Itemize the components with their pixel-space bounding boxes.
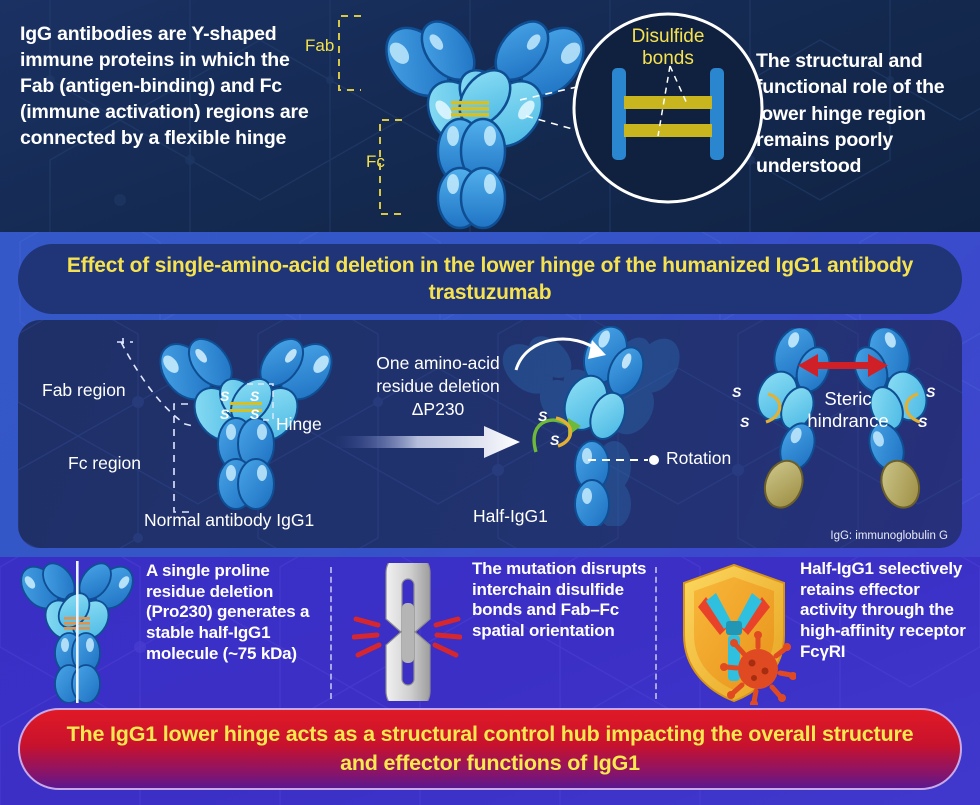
sulfur-label-steric-2: S xyxy=(740,414,750,430)
antibody-y-icon xyxy=(385,20,585,230)
top-section: IgG antibodies are Y-shaped immune prote… xyxy=(0,0,980,232)
sulfur-label-half-2: S xyxy=(550,432,560,448)
sulfur-label-steric-3: S xyxy=(926,384,936,400)
disulfide-callout-line2: bonds xyxy=(642,48,694,70)
bottom-section: A single proline residue deletion (Pro23… xyxy=(0,557,980,805)
top-problem-text: The structural and functional role of th… xyxy=(756,50,945,178)
hinge-pointer xyxy=(247,383,274,421)
fc-bracket xyxy=(379,119,402,215)
sulfur-label-normal-4: S xyxy=(250,406,260,422)
section-title-banner: Effect of single-amino-acid deletion in … xyxy=(18,244,962,314)
steric-line-2: hindrance xyxy=(807,410,889,432)
fab-region-label: Fab region xyxy=(42,380,126,400)
finding-text-1: A single proline residue deletion (Pro23… xyxy=(146,561,310,663)
fc-region-pointer xyxy=(173,403,192,513)
sulfur-label-steric-1: S xyxy=(732,384,742,400)
virus-particle xyxy=(720,631,796,705)
middle-section: Effect of single-amino-acid deletion in … xyxy=(0,232,980,557)
normal-antibody-label: Normal antibody IgG1 xyxy=(144,510,315,530)
card-divider-2 xyxy=(655,567,657,699)
shield-antibody-virus-icon xyxy=(683,563,796,705)
sulfur-label-normal-2: S xyxy=(220,406,230,422)
disulfide-callout-label: Disulfide bonds xyxy=(595,26,741,71)
finding-card-2: The mutation disrupts interchain disulfi… xyxy=(348,557,648,707)
rotation-label: Rotation xyxy=(666,448,732,468)
fab-label-top: Fab xyxy=(305,36,335,55)
half-igg1-label: Half-IgG1 xyxy=(473,506,548,526)
half-igg1-icon xyxy=(502,326,680,526)
zoom-callout-circle-icon xyxy=(572,12,764,204)
deletion-line-2: residue deletion xyxy=(376,375,500,396)
deletion-line-1: One amino-acid xyxy=(376,353,500,373)
conclusion-banner: The IgG1 lower hinge acts as a structura… xyxy=(18,708,962,790)
fab-region-pointer xyxy=(117,338,194,427)
sulfur-label-steric-4: S xyxy=(918,414,928,430)
disulfide-callout-line1: Disulfide xyxy=(631,26,705,47)
finding-text-3: Half-IgG1 selectively retains effector a… xyxy=(800,559,966,661)
fab-bracket xyxy=(338,15,361,91)
deletion-annotation: One amino-acid residue deletion ΔP230 xyxy=(348,352,528,420)
abbreviation-footnote: IgG: immunoglobulin G xyxy=(830,530,948,542)
top-intro-text: IgG antibodies are Y-shaped immune prote… xyxy=(20,23,309,149)
normal-antibody-icon xyxy=(159,337,333,510)
mechanism-diagram-panel: S S S S Fab region Fc region Hinge Norma… xyxy=(18,320,962,548)
steric-clash-arrow xyxy=(798,354,888,377)
transformation-arrow-icon xyxy=(334,426,520,458)
conclusion-text: The IgG1 lower hinge acts as a structura… xyxy=(66,722,914,775)
sulfur-label-half-1: S xyxy=(538,408,548,424)
fc-region-label: Fc region xyxy=(68,453,141,473)
disulfide-hinge-bar xyxy=(451,101,489,117)
sulfur-label-normal-3: S xyxy=(250,388,260,404)
sulfur-label-normal-1: S xyxy=(220,388,230,404)
finding-card-3: Half-IgG1 selectively retains effector a… xyxy=(672,557,972,707)
steric-hindrance-icon xyxy=(756,328,928,509)
hinge-label: Hinge xyxy=(276,414,322,434)
steric-line-1: Steric xyxy=(824,388,872,409)
steric-hindrance-label: Steric hindrance xyxy=(788,388,908,432)
section-title-text: Effect of single-amino-acid deletion in … xyxy=(66,253,914,304)
half-antibody-split-icon xyxy=(20,561,134,703)
broken-chain-link-icon xyxy=(352,563,462,701)
deletion-line-3: ΔP230 xyxy=(411,398,465,419)
card-divider-1 xyxy=(330,567,332,699)
finding-card-1: A single proline residue deletion (Pro23… xyxy=(14,557,324,707)
finding-text-2: The mutation disrupts interchain disulfi… xyxy=(472,559,647,641)
